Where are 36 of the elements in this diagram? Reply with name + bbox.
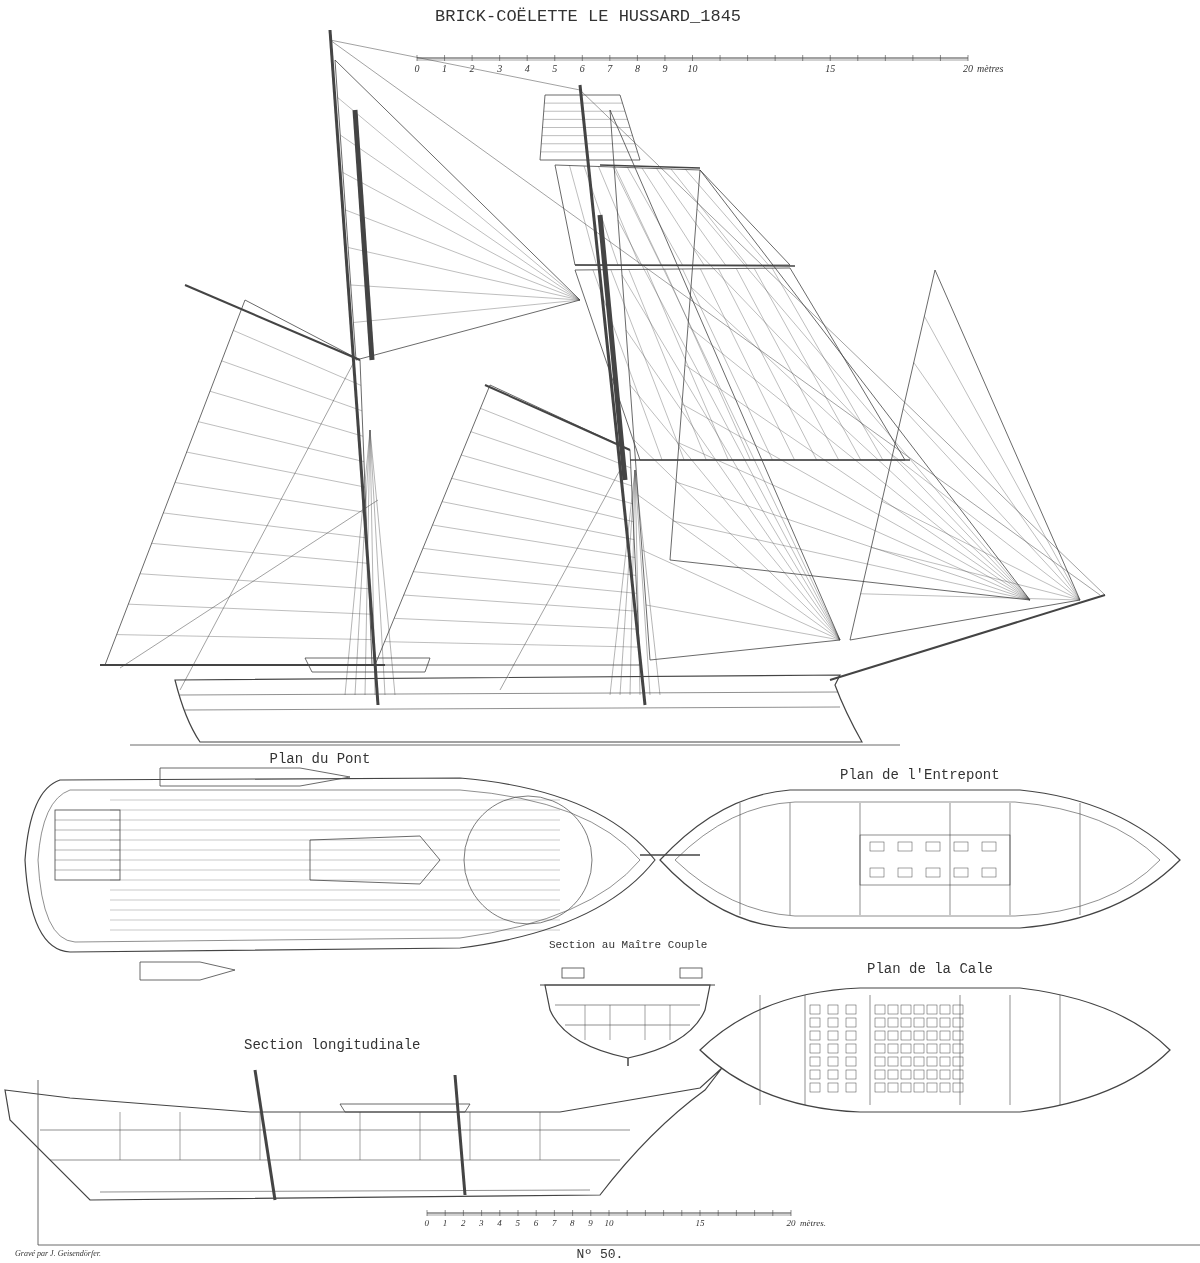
scale-number: 2	[460, 1219, 466, 1228]
scale-number: 6	[533, 1219, 539, 1228]
scale-number: 15	[695, 1219, 705, 1228]
scale-number: 8	[570, 1219, 575, 1228]
scale-number: 15	[825, 64, 836, 74]
view-title: Plan de la Cale	[867, 962, 994, 976]
view-title: Plan de l'Entrepont	[840, 768, 1000, 782]
scale-unit: mètres	[977, 64, 1004, 74]
scale-number: 20	[963, 64, 973, 74]
scale-number: 10	[687, 64, 698, 74]
view-title: Section au Maître Couple	[549, 940, 708, 951]
scale-number: 0	[424, 1219, 429, 1228]
scale-unit: mètres.	[800, 1219, 826, 1228]
scale-number: 3	[497, 64, 503, 74]
scale-number: 9	[588, 1219, 593, 1228]
scale-number: 3	[479, 1219, 484, 1228]
engraver-credit: Gravé par J. Geisendörfer.	[15, 1250, 101, 1258]
scale-number: 5	[515, 1219, 520, 1228]
scale-number: 7	[551, 1219, 557, 1228]
view-title: Section longitudinale	[244, 1038, 421, 1052]
scale-number: 2	[469, 64, 475, 74]
scale-number: 7	[607, 64, 613, 74]
view-title: Plan du Pont	[269, 752, 371, 766]
plate-number: Nº 50.	[576, 1248, 624, 1261]
scale-number: 1	[442, 64, 448, 74]
scale-number: 6	[579, 64, 585, 74]
scale-number: 5	[552, 64, 558, 74]
scale-number: 0	[414, 64, 420, 74]
scale-number: 4	[524, 64, 530, 74]
scale-number: 10	[604, 1219, 614, 1228]
plate-title: BRICK-COËLETTE LE HUSSARD_1845	[435, 8, 742, 25]
scale-number: 9	[662, 64, 668, 74]
scale-number: 20	[786, 1219, 796, 1228]
scale-number: 8	[634, 64, 640, 74]
scale-number: 1	[442, 1219, 448, 1228]
scale-number: 4	[497, 1219, 502, 1228]
